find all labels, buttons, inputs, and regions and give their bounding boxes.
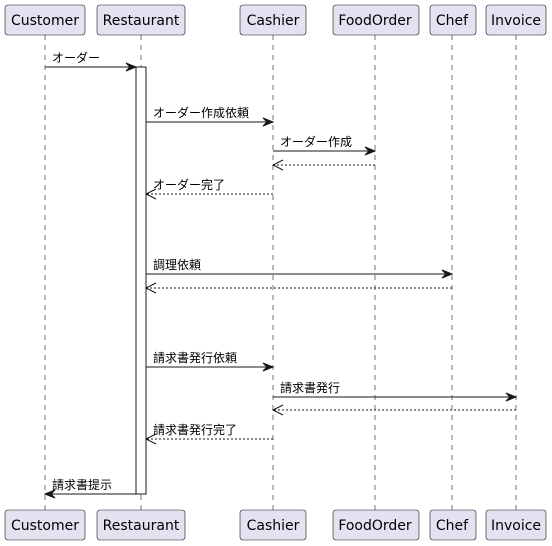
- message-11: 請求書発行完了: [144, 422, 273, 445]
- arrowhead: [144, 282, 157, 294]
- participant-label: Restaurant: [103, 518, 180, 534]
- arrowhead: [364, 146, 377, 156]
- message-1: オーダー: [45, 50, 138, 72]
- participant-foodorder-bottom: FoodOrder: [332, 509, 420, 541]
- participant-label: Chef: [436, 13, 469, 29]
- participant-label: Restaurant: [103, 13, 180, 29]
- message-label: 調理依頼: [153, 257, 201, 272]
- message-label: オーダー作成依頼: [153, 105, 249, 120]
- message-12: 請求書提示: [43, 477, 136, 499]
- participant-foodorder-top: FoodOrder: [332, 4, 420, 36]
- participant-chef-bottom: Chef: [429, 509, 477, 541]
- participant-label: Customer: [11, 518, 79, 534]
- message-label: オーダー: [52, 50, 100, 65]
- arrowhead: [144, 188, 157, 200]
- participant-box: [96, 4, 186, 36]
- participant-label: Customer: [11, 13, 79, 29]
- message-7: [144, 282, 452, 294]
- participant-label: Cashier: [247, 518, 300, 534]
- message-label: 請求書発行: [280, 381, 340, 395]
- activations: [135, 66, 147, 495]
- participant-label: Cashier: [247, 13, 300, 29]
- participant-box: [429, 509, 477, 541]
- arrowhead: [262, 362, 275, 372]
- participant-chef-top: Chef: [429, 4, 477, 36]
- message-label: オーダー作成: [280, 134, 352, 149]
- message-2: オーダー作成依頼: [146, 105, 275, 127]
- arrowhead: [271, 404, 284, 416]
- message-4: [271, 159, 375, 171]
- arrowhead: [441, 269, 454, 279]
- participant-box: [96, 509, 186, 541]
- message-label: 請求書発行依頼: [153, 350, 237, 365]
- participant-customer-bottom: Customer: [4, 509, 86, 541]
- participant-restaurant-top: Restaurant: [96, 4, 186, 36]
- participant-label: Invoice: [491, 518, 541, 534]
- participant-label: FoodOrder: [338, 13, 412, 29]
- message-label: 請求書提示: [52, 477, 112, 492]
- message-3: オーダー作成: [273, 134, 377, 156]
- participant-invoice-bottom: Invoice: [485, 509, 547, 541]
- participant-invoice-top: Invoice: [485, 4, 547, 36]
- message-5: オーダー完了: [144, 177, 273, 200]
- activation-restaurant: [135, 66, 147, 495]
- participant-label: Chef: [436, 518, 469, 534]
- arrowhead: [43, 489, 56, 499]
- message-label: オーダー完了: [153, 177, 225, 192]
- message-label: 請求書発行完了: [153, 422, 237, 437]
- participant-box: [239, 509, 307, 541]
- participant-box: [485, 509, 547, 541]
- participant-label: Invoice: [491, 13, 541, 29]
- message-8: 請求書発行依頼: [146, 350, 275, 372]
- arrowhead: [505, 392, 518, 402]
- arrowhead: [144, 433, 157, 445]
- participant-box: [332, 4, 420, 36]
- participant-box: [4, 4, 86, 36]
- message-6: 調理依頼: [146, 257, 454, 279]
- messages: オーダーオーダー作成依頼オーダー作成オーダー完了調理依頼請求書発行依頼請求書発行…: [43, 50, 518, 499]
- participant-row-bottom: Customer Restaurant Cashier FoodOrder Chef In…: [4, 509, 547, 541]
- participant-cashier-bottom: Cashier: [239, 509, 307, 541]
- participant-box: [4, 509, 86, 541]
- message-10: [271, 404, 516, 416]
- arrowhead: [262, 117, 275, 127]
- participant-box: [332, 509, 420, 541]
- arrowhead: [271, 159, 284, 171]
- arrowhead: [125, 62, 138, 72]
- message-9: 請求書発行: [273, 381, 518, 402]
- participant-box: [429, 4, 477, 36]
- participant-box: [239, 4, 307, 36]
- participant-box: [485, 4, 547, 36]
- participant-row-top: Customer Restaurant Cashier FoodOrder Chef In…: [4, 4, 547, 36]
- participant-restaurant-bottom: Restaurant: [96, 509, 186, 541]
- participant-label: FoodOrder: [338, 518, 412, 534]
- participant-cashier-top: Cashier: [239, 4, 307, 36]
- participant-customer-top: Customer: [4, 4, 86, 36]
